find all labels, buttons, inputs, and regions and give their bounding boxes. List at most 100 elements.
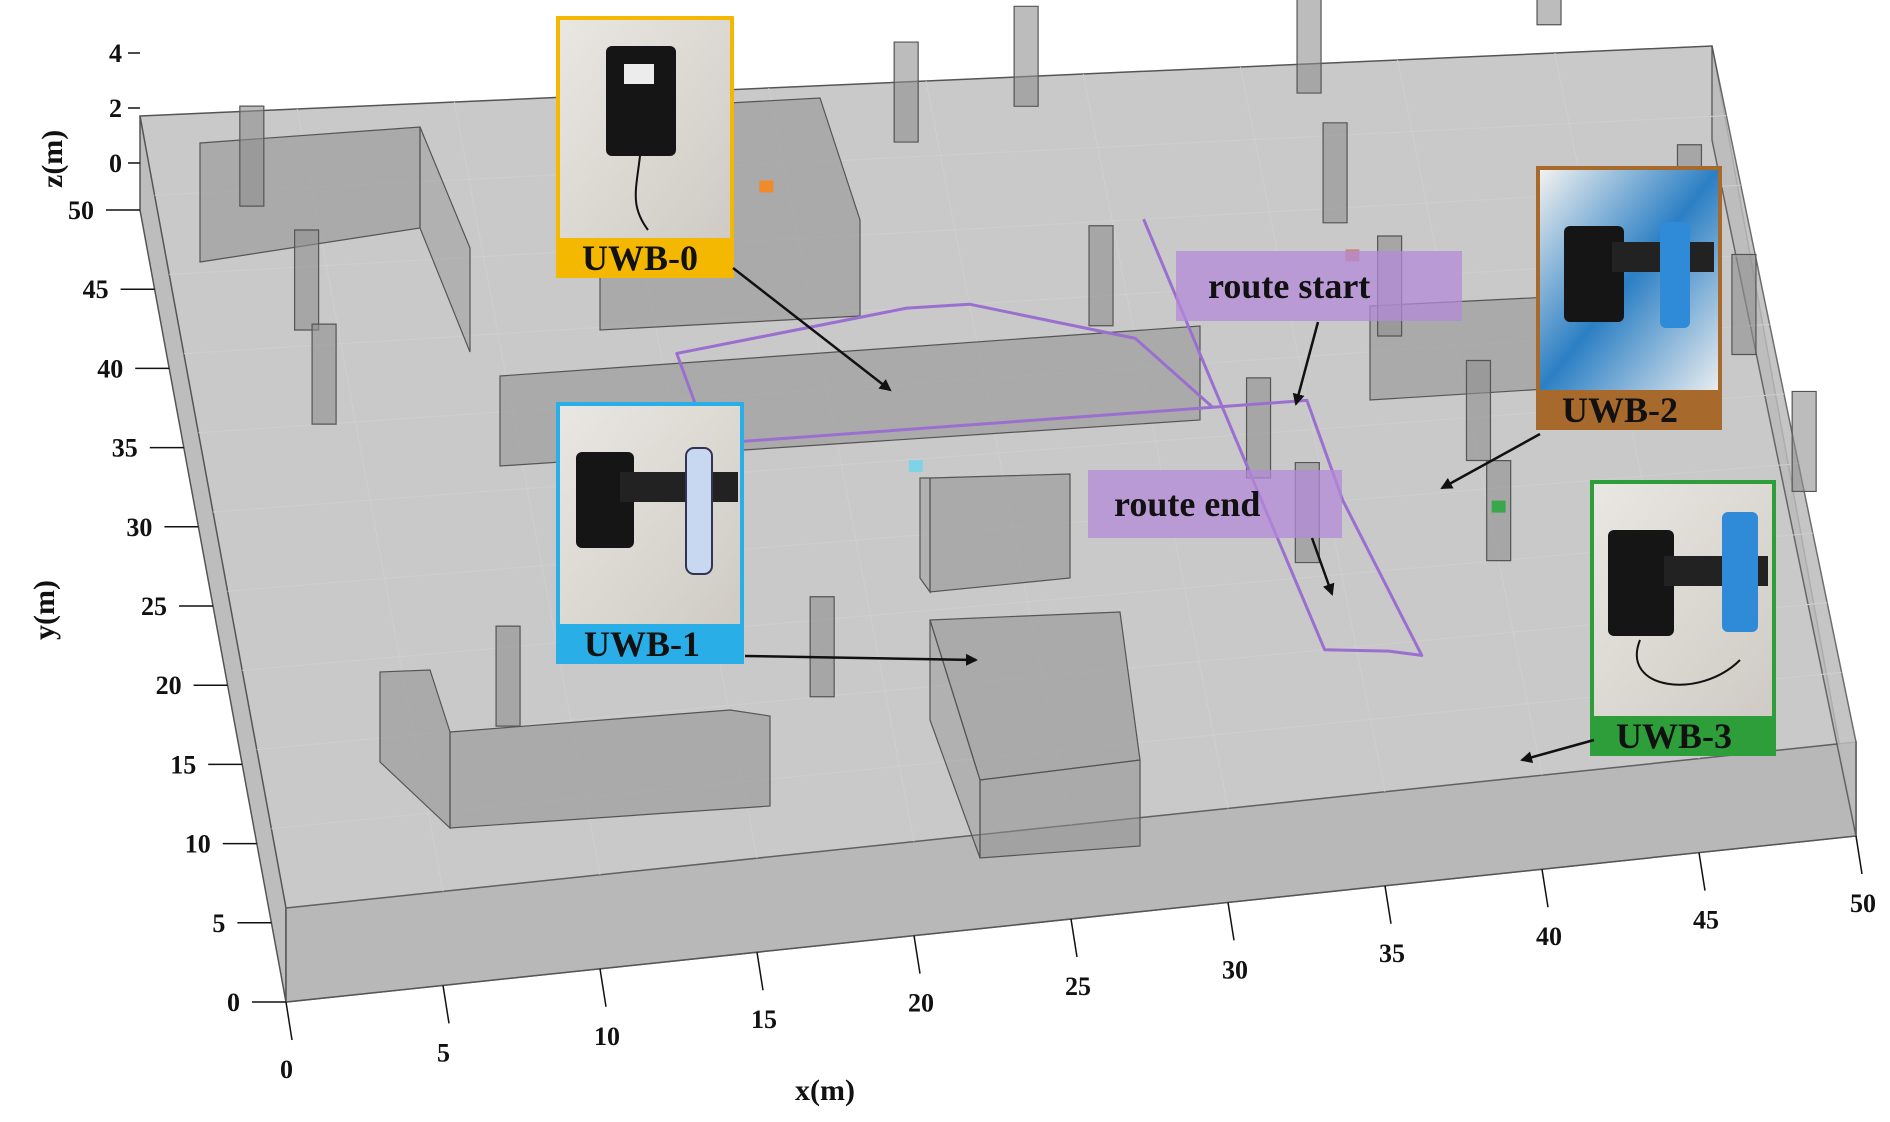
uwb-2-caption: UWB-2 [1562,390,1678,430]
x-tick-label: 20 [908,989,934,1018]
x-tick-label: 50 [1850,889,1876,918]
y-tick-label: 10 [185,830,211,859]
pillar [311,323,337,425]
x-tick-mark [756,952,764,991]
route-start-callout: route start [1176,251,1462,406]
x-tick-mark [1855,835,1863,875]
room-center-lower-front [979,759,1141,859]
route-end-arrow [1310,537,1335,596]
route-end-box [1088,470,1342,538]
z-axis-label: z(m) [36,130,69,188]
route-start-label: route start [1208,266,1370,306]
x-tick-mark [599,968,607,1007]
pillar [1245,377,1272,479]
y-tick-label: 30 [126,513,152,542]
y-tick-label: 25 [141,592,167,621]
route-end-label: route end [1114,484,1260,524]
x-tick-mark [442,985,450,1024]
pillar [1791,390,1817,493]
route-trajectory [675,218,1424,657]
x-tick-label: 45 [1693,906,1719,935]
uwb-3-arrow [1520,738,1595,764]
z-tick-label: 0 [109,149,122,178]
uwb-0-cable-icon [634,155,649,231]
x-tick-label: 40 [1536,922,1562,951]
x-tick-label: 30 [1222,955,1248,984]
y-tick-label: 20 [156,671,182,700]
y-tick-label: 15 [170,750,196,779]
uwb-2-tag-icon [1660,222,1690,328]
y-tick-label: 35 [112,434,138,463]
anchor-marker-uwb-3 [1491,500,1506,513]
x-tick-mark [285,1001,293,1041]
uwb-3-inset: UWB-3 [1520,480,1776,764]
y-tick-label: 50 [68,196,94,225]
x-tick-mark [913,935,921,974]
uwb-2-device-icon [1564,226,1624,322]
gridline-y [212,393,1785,513]
y-tick-label: 45 [83,275,109,304]
x-tick-mark [1698,852,1706,891]
uwb-1-device-icon [576,452,634,548]
uwb-1-tag-icon [685,447,713,575]
pillar [809,596,835,698]
x-tick-label: 5 [437,1038,450,1067]
anchor-marker-uwb-1 [908,460,923,473]
uwb-1-inset: UWB-1 [556,402,978,666]
y-tick-label: 0 [227,988,240,1017]
route-start-arrow [1292,321,1320,406]
x-tick-mark [1541,869,1549,908]
uwb-0-caption-box [560,238,730,276]
x-tick-mark [1070,918,1078,958]
x-tick-mark [1227,902,1235,941]
pillar [1465,359,1492,462]
pillar [293,229,320,331]
uwb-3-tag-icon [1722,512,1758,632]
room-topleft-side [419,126,471,353]
x-tick-label: 15 [751,1005,777,1034]
pillar [1088,225,1114,327]
pillar [893,41,919,143]
pillar [1536,0,1562,26]
uwb-1-strap-icon [620,472,738,502]
anchor-marker-uwb-0 [759,180,774,193]
uwb-3-caption-box [1594,716,1772,754]
z-tick-label: 4 [109,39,122,68]
uwb-1-arrow [744,653,978,666]
uwb-2-arrow [1440,432,1541,490]
gridline-y [169,184,1741,275]
pillar [1296,0,1322,94]
gridline-x [1082,73,1229,809]
uwb-0-device-screen [624,64,654,84]
uwb-0-caption: UWB-0 [582,238,698,278]
gridline-x [1239,66,1386,792]
room-center-upper-side [919,477,931,594]
room-center-upper [929,473,1071,593]
uwb-0-device-icon [606,46,676,156]
pillar [1322,122,1348,224]
uwb-2-caption-box [1540,390,1718,428]
x-tick-mark [1384,885,1392,924]
x-tick-label: 35 [1379,939,1405,968]
y-axis-label: y(m) [28,580,61,640]
uwb-3-cable-icon [1636,639,1741,686]
uwb-1-caption: UWB-1 [584,624,700,664]
pillar [1731,253,1757,356]
uwb-0-arrow [732,267,892,392]
route-end-callout: route end [1088,470,1342,596]
x-tick-label: 0 [280,1055,293,1084]
x-axis-label: x(m) [795,1074,855,1107]
uwb-1-caption-box [560,624,740,662]
pillar [495,625,521,727]
z-tick-label: 2 [109,94,122,123]
uwb-3-device-icon [1608,530,1674,636]
pillar [239,105,265,207]
y-tick-label: 5 [212,909,225,938]
pillar [1013,5,1039,107]
route-start-box [1176,251,1462,321]
room-bottomleft-front [449,709,771,829]
x-tick-label: 10 [594,1022,620,1051]
uwb-2-inset: UWB-2 [1440,166,1722,490]
